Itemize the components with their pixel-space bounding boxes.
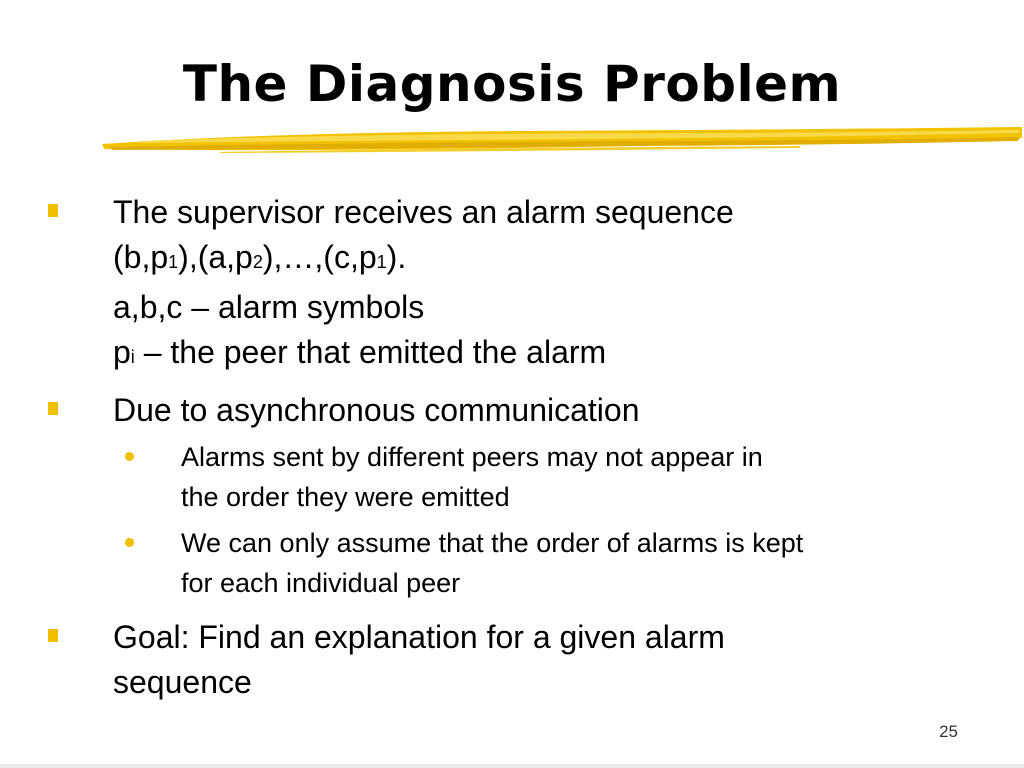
round-bullet-icon xyxy=(125,538,134,547)
bullet-line: a,b,c – alarm symbols xyxy=(113,289,425,325)
slide-title: The Diagnosis Problem xyxy=(182,55,842,113)
bullet-list: The supervisor receives an alarm sequenc… xyxy=(44,190,984,705)
square-bullet-icon xyxy=(48,204,58,217)
bullet-line: The supervisor receives an alarm sequenc… xyxy=(113,194,734,230)
bullet-line: sequence xyxy=(113,664,252,700)
sub-bullet-line: Alarms sent by different peers may not a… xyxy=(181,442,763,472)
sub-bullet-list: Alarms sent by different peers may not a… xyxy=(113,437,984,603)
bullet-line: Due to asynchronous communication xyxy=(113,392,640,428)
bullet-line: (b,p1),(a,p2),…,(c,p1). xyxy=(113,239,407,275)
sub-bullet-item: Alarms sent by different peers may not a… xyxy=(113,437,984,517)
page-number: 25 xyxy=(939,722,958,741)
sub-bullet-line: for each individual peer xyxy=(181,568,461,598)
sub-bullet-item: We can only assume that the order of ala… xyxy=(113,523,984,603)
square-bullet-icon xyxy=(48,402,58,415)
sub-bullet-line: We can only assume that the order of ala… xyxy=(181,528,804,558)
bullet-item-async-communication: Due to asynchronous communication xyxy=(44,388,984,433)
bottom-divider xyxy=(0,764,1024,768)
square-bullet-icon xyxy=(48,629,58,642)
bullet-item-goal: Goal: Find an explanation for a given al… xyxy=(44,615,984,705)
title-brush-underline xyxy=(102,127,1022,153)
round-bullet-icon xyxy=(125,452,134,461)
bullet-line: Goal: Find an explanation for a given al… xyxy=(113,619,725,655)
sub-bullet-line: the order they were emitted xyxy=(181,482,510,512)
bullet-item-alarm-sequence: The supervisor receives an alarm sequenc… xyxy=(44,190,984,380)
bullet-line: pi – the peer that emitted the alarm xyxy=(113,334,607,370)
